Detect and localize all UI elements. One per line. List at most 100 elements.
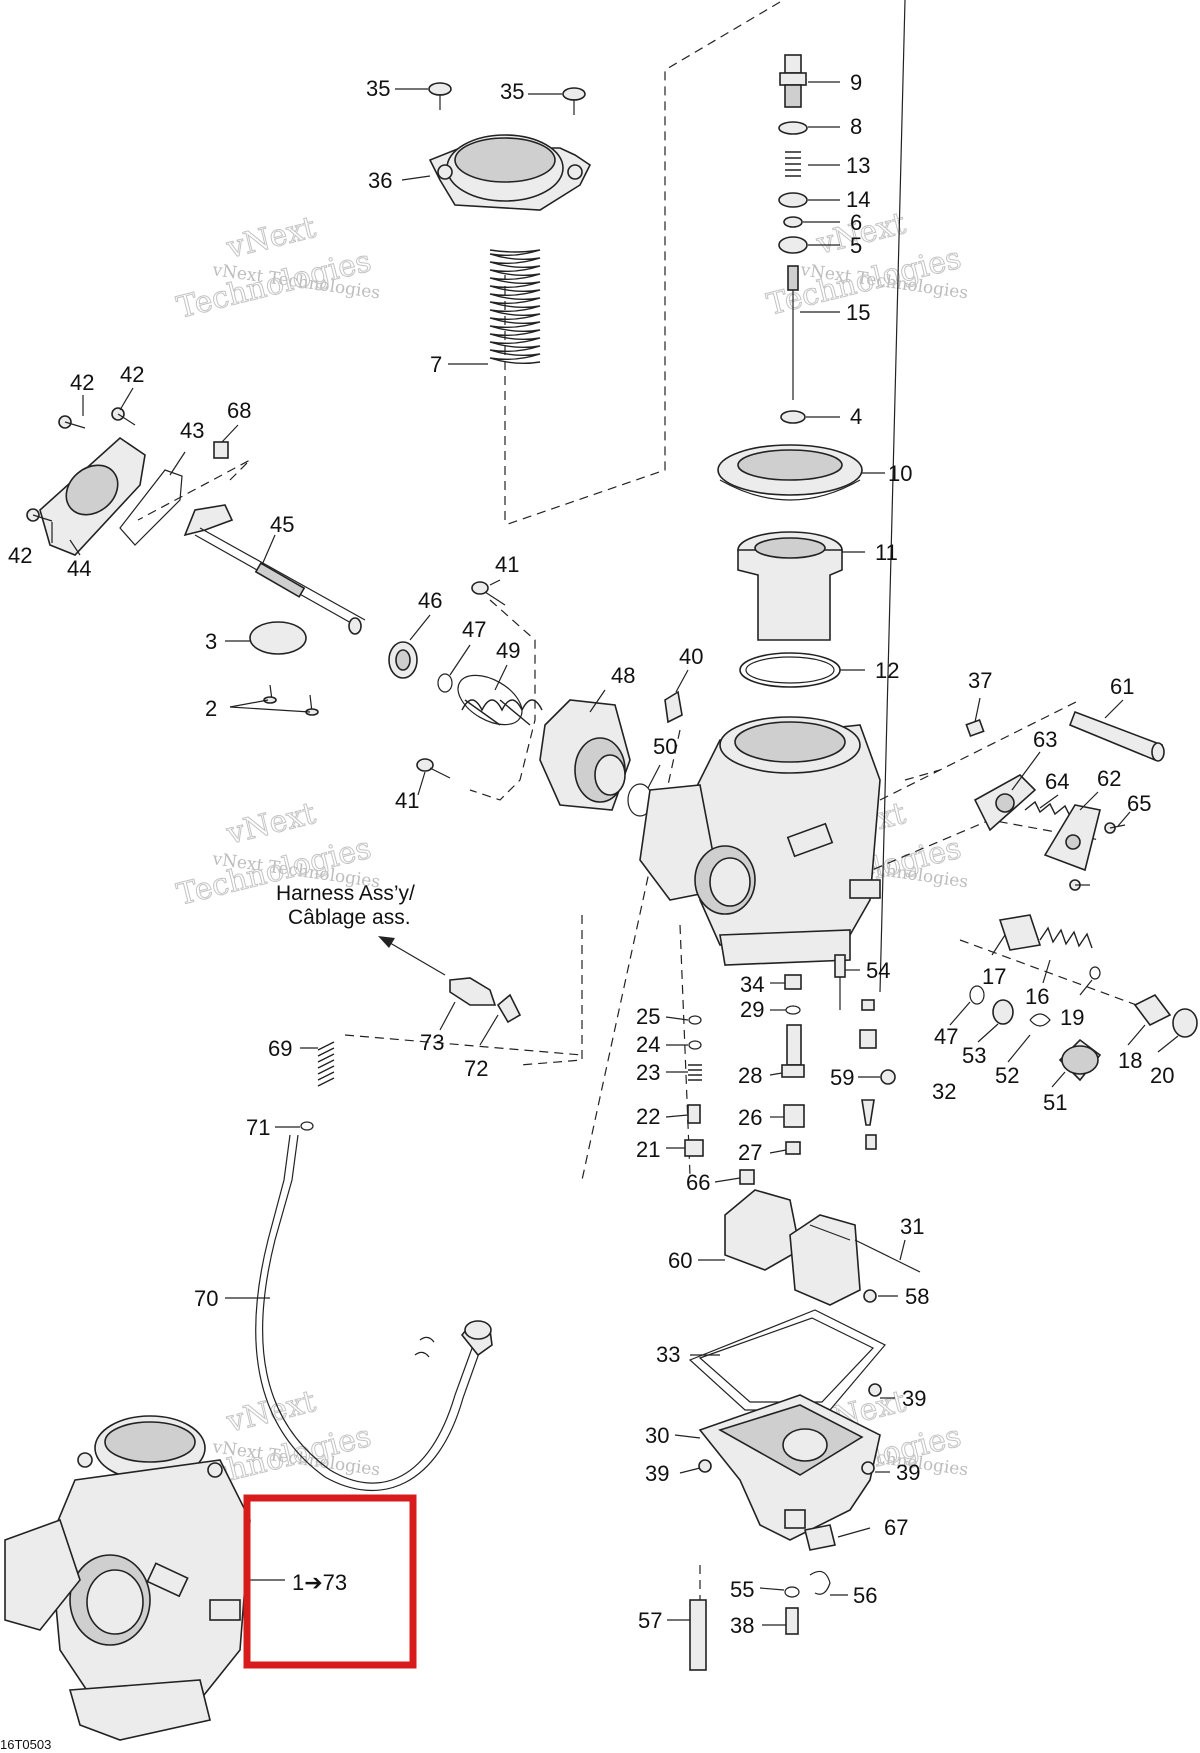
screw-67	[804, 1524, 836, 1551]
callout-70: 70	[194, 1286, 218, 1311]
callout-27: 27	[738, 1140, 762, 1165]
screw-35-right	[562, 87, 586, 115]
callout-12: 12	[875, 658, 899, 683]
callout-37: 37	[968, 668, 992, 693]
callout-73: 73	[420, 1030, 444, 1055]
cable-70	[255, 1134, 493, 1492]
callout-4: 4	[850, 404, 862, 429]
callout-26: 26	[738, 1105, 762, 1130]
callout-35-right: 35	[500, 79, 524, 104]
callout-52: 52	[995, 1063, 1019, 1088]
callout-54: 54	[866, 958, 890, 983]
tube-57	[689, 1599, 707, 1671]
throttle-disc-3	[249, 621, 307, 655]
callout-41-top: 41	[495, 552, 519, 577]
callout-24: 24	[636, 1032, 660, 1057]
svg-text:vNext: vNext	[222, 796, 319, 852]
callout-41-bottom: 41	[395, 788, 419, 813]
callout-9: 9	[850, 70, 862, 95]
drain-screw-38	[785, 1607, 799, 1635]
callout-13: 13	[846, 153, 870, 178]
screws-39	[698, 1383, 882, 1475]
diaphragm-10	[717, 444, 863, 501]
spring-16	[1039, 926, 1093, 949]
callout-11: 11	[875, 540, 898, 565]
callout-22: 22	[636, 1104, 660, 1129]
harness-note-line1: Harness Ass’y/	[276, 882, 415, 905]
svg-text:vNext: vNext	[222, 210, 319, 266]
callout-60: 60	[668, 1248, 692, 1273]
screw-58	[863, 1289, 877, 1303]
callout-39-b: 39	[645, 1461, 669, 1486]
o-ring-55	[784, 1586, 800, 1598]
callout-68: 68	[227, 398, 251, 423]
jets-stack	[739, 974, 805, 1185]
adjuster-37	[965, 718, 985, 738]
needle-54	[834, 954, 846, 1010]
callout-6: 6	[850, 210, 862, 235]
callout-58: 58	[905, 1284, 929, 1309]
callout-2: 2	[205, 696, 217, 721]
callout-20: 20	[1150, 1063, 1174, 1088]
pin-31	[854, 1239, 921, 1273]
callout-19: 19	[1060, 1005, 1084, 1030]
callout-5: 5	[850, 233, 862, 258]
float-valve-32	[859, 999, 896, 1150]
callout-45: 45	[270, 512, 294, 537]
highlight-box	[243, 1494, 417, 1669]
nut-18	[1133, 993, 1172, 1027]
callout-30: 30	[645, 1423, 669, 1448]
bushing-68	[213, 441, 229, 459]
callout-66: 66	[686, 1170, 710, 1195]
screws-2	[263, 684, 319, 716]
callout-16: 16	[1025, 984, 1049, 1009]
callout-42-a: 42	[70, 370, 94, 395]
float-60	[724, 1189, 861, 1306]
harness-note: Harness Ass’y/ Câblage ass.	[276, 882, 415, 929]
callout-8: 8	[850, 114, 862, 139]
callout-42-c: 42	[8, 543, 32, 568]
callout-61: 61	[1110, 674, 1134, 699]
spring-49	[457, 674, 543, 726]
callout-21: 21	[636, 1137, 660, 1162]
callout-31: 31	[900, 1214, 924, 1239]
washer-53	[992, 999, 1014, 1025]
o-ring-71	[300, 1121, 314, 1131]
washer-47b	[969, 985, 985, 1005]
sensor-73	[449, 977, 497, 1006]
harness-note-line2: Câblage ass.	[288, 906, 411, 929]
o-ring-12	[739, 652, 841, 688]
seal-46	[388, 641, 418, 679]
callout-65: 65	[1127, 791, 1151, 816]
callout-labels: 35 35 36 9 8 13 14 6 5 15 4 10 11 12 7 4…	[8, 70, 1174, 1638]
callout-38: 38	[730, 1613, 754, 1638]
gasket-43	[119, 469, 183, 546]
callout-67: 67	[884, 1515, 908, 1540]
washer-47	[437, 673, 453, 693]
svg-text:vNext: vNext	[222, 1384, 319, 1440]
cap-20	[1172, 1008, 1198, 1038]
cap-51	[1058, 1038, 1102, 1082]
clip-56	[809, 1570, 831, 1595]
callout-72: 72	[464, 1056, 488, 1081]
callout-28: 28	[738, 1063, 762, 1088]
tube-61	[1068, 710, 1165, 762]
top-cover-36	[428, 134, 592, 211]
callout-40: 40	[679, 644, 703, 669]
screws-65	[1069, 822, 1126, 891]
clips-near-cable	[414, 1336, 435, 1358]
cap-40	[664, 690, 683, 724]
spring-7	[489, 249, 541, 365]
callout-25: 25	[636, 1004, 660, 1029]
float-bowl-30	[698, 1394, 881, 1541]
callout-57: 57	[638, 1608, 662, 1633]
cover-62	[1043, 804, 1101, 872]
callout-50: 50	[653, 734, 677, 759]
callout-63: 63	[1033, 727, 1057, 752]
callout-3: 3	[205, 629, 217, 654]
o-ring-19	[1089, 966, 1101, 980]
callout-48: 48	[611, 663, 635, 688]
callout-32: 32	[932, 1079, 956, 1104]
callout-46: 46	[418, 588, 442, 613]
callout-71: 71	[246, 1115, 270, 1140]
